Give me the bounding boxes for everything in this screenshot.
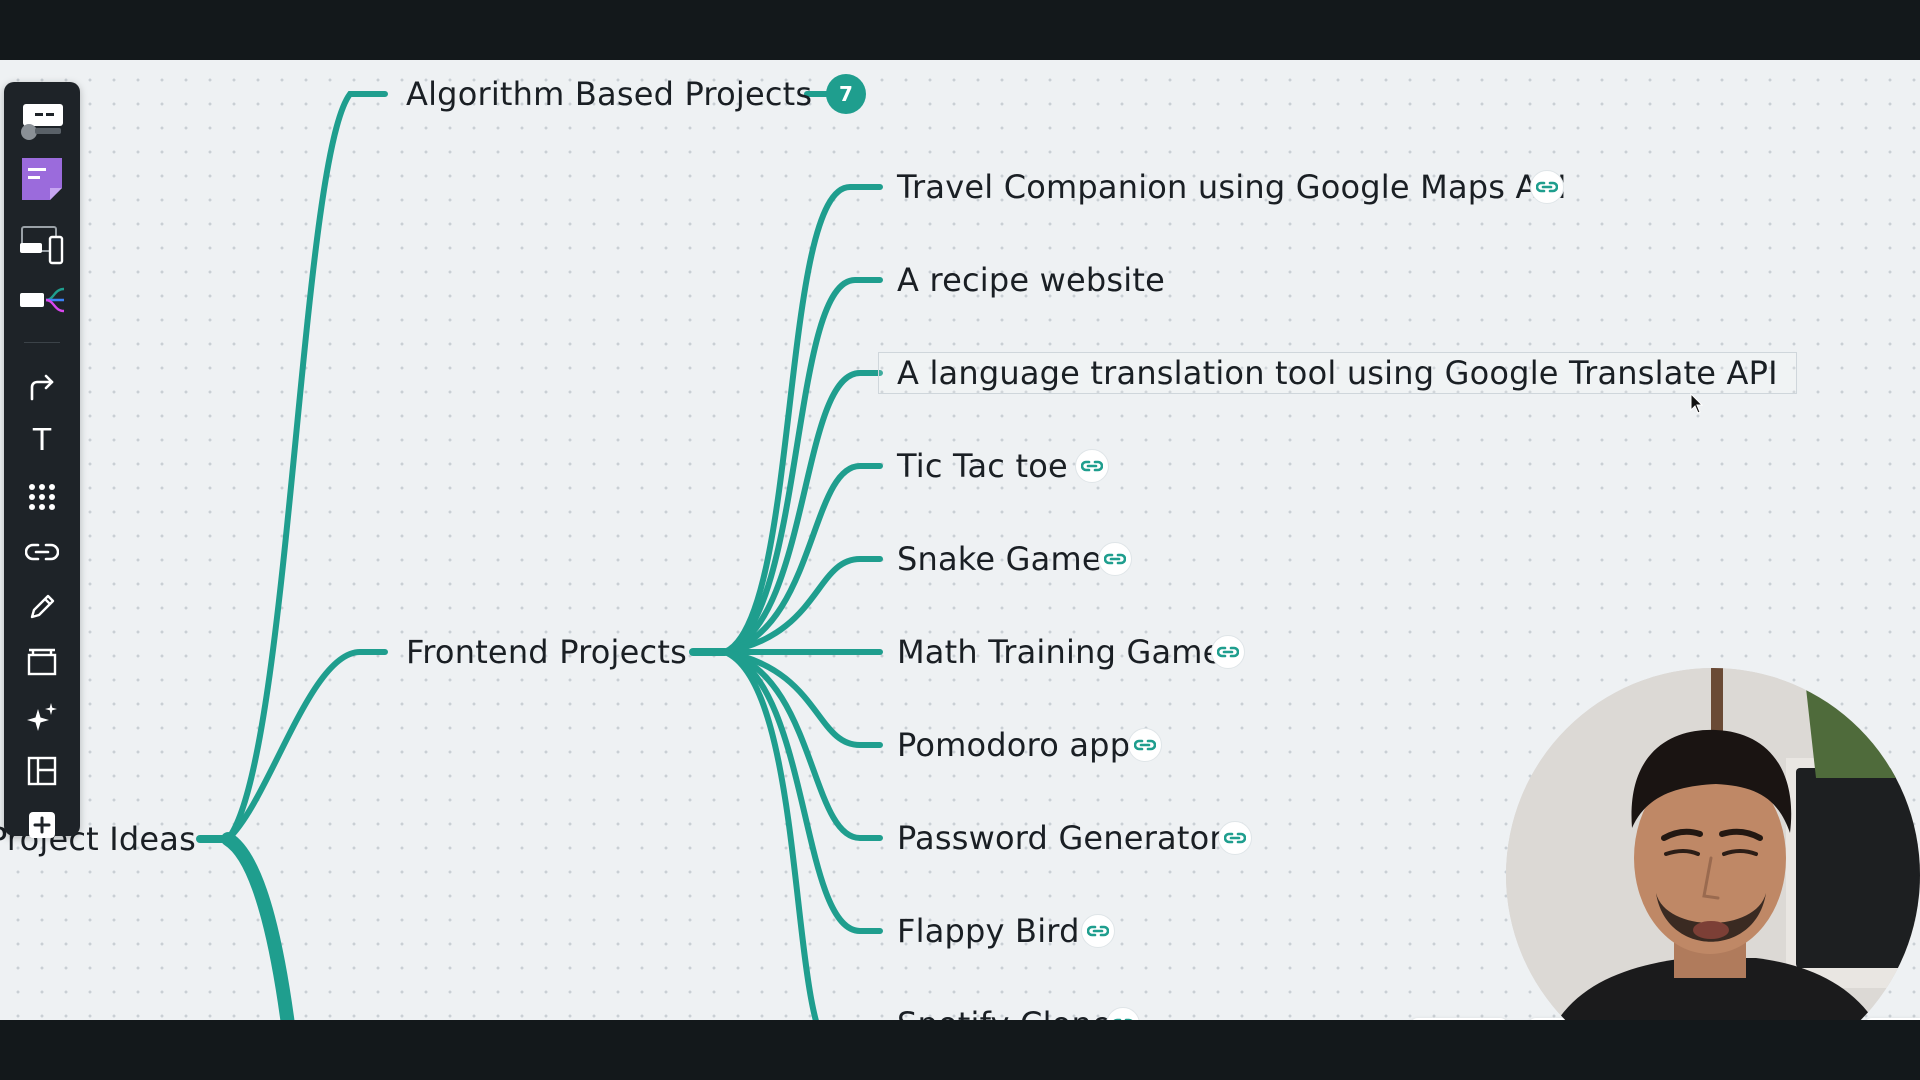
link-icon[interactable] <box>1098 542 1132 576</box>
help-bar: ? <box>1864 1018 1920 1020</box>
undo-redo-bar <box>1410 1018 1508 1020</box>
connector-arrow-icon[interactable] <box>12 362 72 412</box>
algorithm-projects-node[interactable]: Algorithm Based Projects <box>406 75 813 113</box>
node-language-translation[interactable]: A language translation tool using Google… <box>878 352 1797 394</box>
left-toolbar: T <box>4 82 80 838</box>
node-travel-companion[interactable]: Travel Companion using Google Maps API <box>897 168 1567 206</box>
node-password-generator[interactable]: Password Generator <box>897 819 1223 857</box>
branch-frontend-child-2 <box>722 277 883 655</box>
apps-grid-icon[interactable] <box>12 472 72 522</box>
link-icon[interactable] <box>1081 914 1115 948</box>
link-icon[interactable] <box>1218 821 1252 855</box>
node-pomodoro-app[interactable]: Pomodoro app <box>897 726 1131 764</box>
presenter-webcam-overlay <box>1506 668 1920 1020</box>
pen-icon[interactable] <box>12 582 72 632</box>
node-snake-game[interactable]: Snake Game <box>897 540 1102 578</box>
ai-sparkle-icon[interactable] <box>12 692 72 742</box>
branch-root-algorithm <box>225 91 388 842</box>
layout-icon[interactable] <box>12 746 72 796</box>
link-icon[interactable] <box>1075 449 1109 483</box>
frontend-projects-node[interactable]: Frontend Projects <box>406 633 687 671</box>
whiteboard-canvas[interactable]: Project Ideas Algorithm Based Projects 7… <box>0 60 1920 1020</box>
branch-frontend-child-10 <box>722 649 819 1020</box>
branch-frontend-child-1 <box>722 184 883 655</box>
hand-tool-bar <box>1528 1018 1578 1020</box>
mindmap-icon[interactable] <box>12 276 72 326</box>
mouse-cursor-icon <box>1690 393 1704 414</box>
link-icon[interactable] <box>1128 728 1162 762</box>
branch-frontend-child-8 <box>722 649 883 841</box>
link-icon[interactable] <box>12 527 72 577</box>
frame-icon[interactable] <box>12 637 72 687</box>
link-icon[interactable] <box>1530 170 1564 204</box>
link-icon[interactable] <box>1211 635 1245 669</box>
video-letterbox-top <box>0 0 1920 60</box>
branch-frontend-child-9 <box>722 649 883 934</box>
node-spotify-clone[interactable]: Spotify Clone <box>897 1004 1112 1020</box>
node-math-training-game[interactable]: Math Training Game <box>897 633 1223 671</box>
video-letterbox-bottom <box>0 1020 1920 1080</box>
branch-root-frontend <box>225 649 388 842</box>
toolbar-divider <box>24 342 60 343</box>
collapsed-count-badge[interactable]: 7 <box>826 74 866 114</box>
sticky-note-icon[interactable] <box>12 154 72 204</box>
branch-frontend-child-4 <box>722 463 883 655</box>
add-icon[interactable] <box>12 800 72 850</box>
branch-root-lower <box>221 832 295 1020</box>
templates-icon[interactable] <box>12 96 72 146</box>
wireframe-icon[interactable] <box>12 220 72 270</box>
node-tic-tac-toe[interactable]: Tic Tac toe <box>897 447 1068 485</box>
branch-frontend-child-3 <box>722 370 883 655</box>
branch-frontend-child-5 <box>722 556 883 655</box>
node-recipe-website[interactable]: A recipe website <box>897 261 1166 299</box>
branch-frontend-child-7 <box>722 649 883 748</box>
mindmap-branches <box>196 91 883 1020</box>
node-flappy-bird[interactable]: Flappy Bird <box>897 912 1080 950</box>
text-icon[interactable]: T <box>32 423 52 458</box>
